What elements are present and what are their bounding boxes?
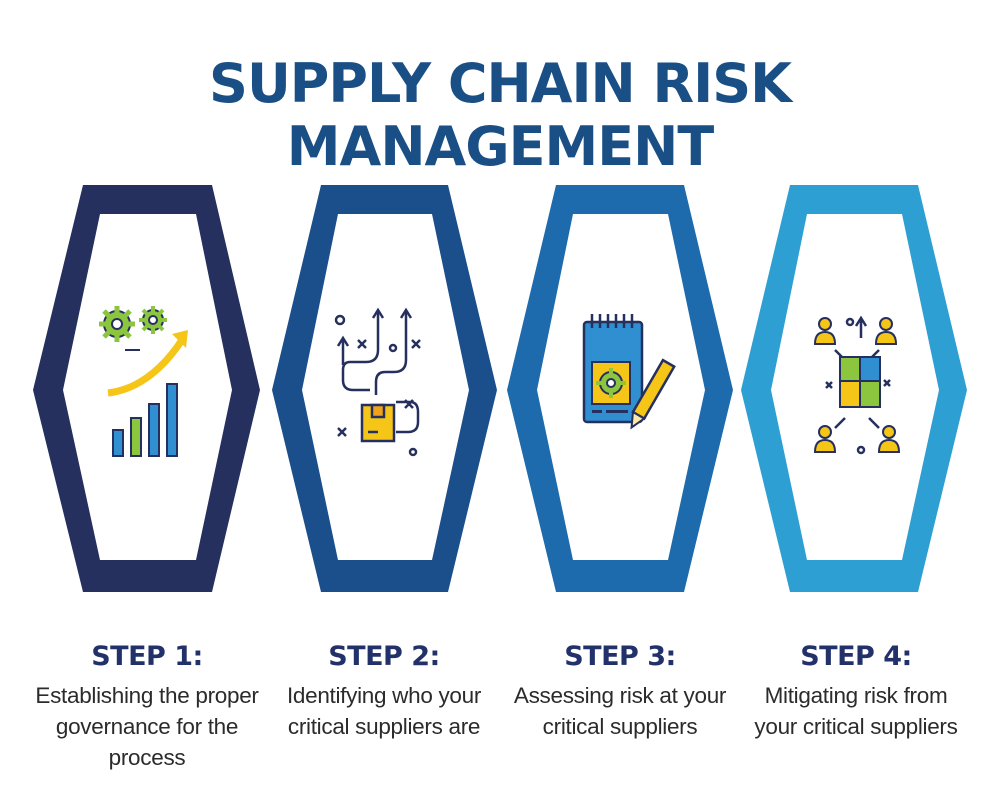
step-label: STEP 2: <box>328 641 440 672</box>
step-label: STEP 1: <box>91 641 203 672</box>
step-description-line: Assessing risk at your <box>513 683 727 708</box>
hexagon-step-1 <box>33 185 260 592</box>
step-label: STEP 3: <box>564 641 676 672</box>
step-description: Establishing the proper governance for t… <box>22 680 272 773</box>
step-description: Mitigating risk from your critical suppl… <box>731 680 981 742</box>
step-description-line: Mitigating risk from <box>764 683 948 708</box>
step-label: STEP 4: <box>800 641 912 672</box>
hexagon-step-2 <box>272 185 497 592</box>
step-description-line: critical suppliers are <box>287 714 481 739</box>
step-description-line: critical suppliers <box>542 714 698 739</box>
supplier-routes-box-icon <box>334 307 421 457</box>
step-3: STEP 3: Assessing risk at your critical … <box>495 640 745 742</box>
step-description-line: your critical suppliers <box>754 714 958 739</box>
step-description-line: Identifying who your <box>286 683 482 708</box>
gears-growth-chart-icon <box>99 306 188 457</box>
step-description: Identifying who your critical suppliers … <box>259 680 509 742</box>
step-description-line: Establishing the proper <box>35 683 259 708</box>
notebook-gear-pencil-icon <box>582 314 676 430</box>
step-4: STEP 4: Mitigating risk from your critic… <box>731 640 981 742</box>
step-description-line: governance for the process <box>55 714 239 770</box>
page-title: SUPPLY CHAIN RISK MANAGEMENT <box>209 52 792 178</box>
step-1: STEP 1: Establishing the proper governan… <box>22 640 272 773</box>
step-2: STEP 2: Identifying who your critical su… <box>259 640 509 742</box>
step-description: Assessing risk at your critical supplier… <box>495 680 745 742</box>
people-puzzle-icon <box>813 315 901 455</box>
